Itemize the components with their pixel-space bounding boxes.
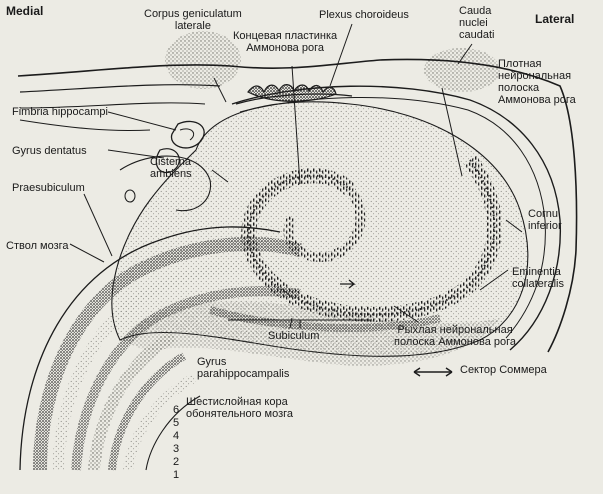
cornu-inferior-label: Cornu inferior — [528, 208, 562, 232]
loose-neuronal-band — [208, 306, 442, 332]
layer-number: 6 — [173, 404, 180, 416]
cortex-layer-numbers: 6 5 4 3 2 1 — [173, 404, 179, 482]
plexus-choroideus-label: Plexus choroideus — [319, 9, 409, 21]
medial-label: Medial — [6, 4, 44, 18]
subiculum-label: Subiculum — [268, 330, 320, 342]
six-layer-cortex-label: Шестислойная кора обонятельного мозга — [186, 396, 294, 420]
cisterna-ambiens-outline — [119, 155, 212, 212]
cortex-layer-3 — [88, 330, 177, 471]
gyrus-dentatus-label: Gyrus dentatus — [12, 145, 87, 157]
cornu-inferior-outline — [231, 85, 562, 351]
cortex-layer-6 — [33, 237, 302, 471]
brainstem-label: Ствол мозга — [6, 240, 69, 252]
layer-number: 4 — [173, 430, 180, 442]
layer-number: 1 — [173, 469, 180, 481]
subiculum-region — [120, 301, 500, 366]
sommer-sector-label: Сектор Соммера — [460, 364, 547, 376]
gyrus-parahippocampalis-label: Gyrus parahippocampalis — [197, 356, 290, 380]
cisterna-ambiens-label: Cisterna ambiens — [150, 156, 192, 180]
corpus-geniculatum-shape — [165, 31, 241, 89]
leader-lines — [69, 23, 523, 329]
gyrus-dentatus-shape — [155, 148, 180, 174]
layer-number: 3 — [173, 443, 180, 455]
corpus-geniculatum-label: Corpus geniculatum laterale — [144, 8, 242, 32]
dense-layer-label: Плотная нейрональная полоска Аммонова ро… — [498, 58, 576, 106]
end-plate-spiral — [283, 186, 366, 262]
outer-contour — [17, 58, 578, 353]
cortex-layer-5 — [52, 259, 302, 471]
lateral-label: Lateral — [535, 12, 575, 26]
cauda-nuclei-shape — [424, 48, 500, 92]
cortex-layer-2 — [108, 352, 187, 471]
eminentia-collateralis-label: Eminentia collateralis — [512, 266, 564, 290]
cauda-nuclei-label: Cauda nuclei caudati — [459, 5, 495, 41]
fimbria-label: Fimbria hippocampi — [12, 106, 108, 118]
cortex-layer-1 — [123, 373, 197, 471]
fimbria-shape — [170, 120, 205, 149]
loose-layer-label: Рыхлая нейрональная полоска Аммонова рог… — [394, 324, 517, 348]
praesubiculum-label: Praesubiculum — [12, 182, 85, 194]
end-plate-label: Концевая пластинка Аммонова рога — [233, 30, 338, 54]
cortex-layer-4 — [71, 286, 301, 471]
layer-number: 5 — [173, 417, 180, 429]
layer-number: 2 — [173, 456, 180, 468]
